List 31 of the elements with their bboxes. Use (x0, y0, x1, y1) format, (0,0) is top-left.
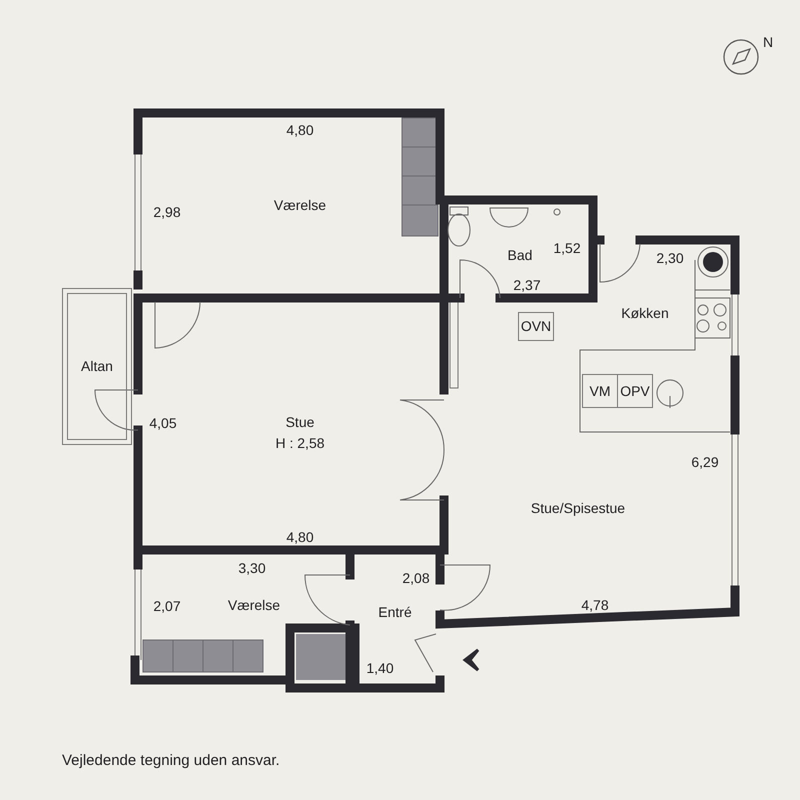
room-label: OPV (620, 382, 650, 400)
plan-label: Værelse (274, 198, 326, 212)
room-label: VM (590, 382, 610, 400)
plan-label: Stue (286, 415, 314, 429)
north-label: N (762, 35, 774, 49)
plan-label: Køkken (621, 306, 669, 320)
plan-label: 2,30 (656, 251, 684, 265)
plan-label: 1,40 (366, 661, 394, 675)
room-label: OVN (520, 317, 552, 336)
plan-label: 2,37 (513, 278, 541, 292)
appliance-box (582, 374, 618, 408)
appliance-box (617, 374, 653, 408)
plan-label: 2,08 (402, 571, 430, 585)
plan-label: Værelse (228, 598, 280, 612)
plan-label: 2,07 (153, 599, 181, 613)
room-label: Altan (81, 357, 113, 376)
plan-label: 6,29 (691, 455, 719, 469)
appliance-box (518, 312, 554, 341)
plan-label: H : 2,58 (275, 436, 325, 450)
plan-label: 3,30 (238, 561, 266, 575)
plan-label: 1,52 (553, 241, 581, 255)
balcony-area (62, 288, 132, 445)
plan-label: Entré (378, 605, 412, 619)
plan-label: 4,80 (286, 123, 314, 137)
plan-label: Stue/Spisestue (530, 501, 626, 515)
plan-label: 2,98 (153, 205, 181, 219)
plan-label: Bad (508, 248, 532, 262)
plan-label: 4,05 (149, 416, 177, 430)
caption: Vejledende tegning uden ansvar. (62, 751, 280, 771)
plan-label: 4,80 (286, 530, 314, 544)
plan-label: 4,78 (581, 598, 609, 612)
